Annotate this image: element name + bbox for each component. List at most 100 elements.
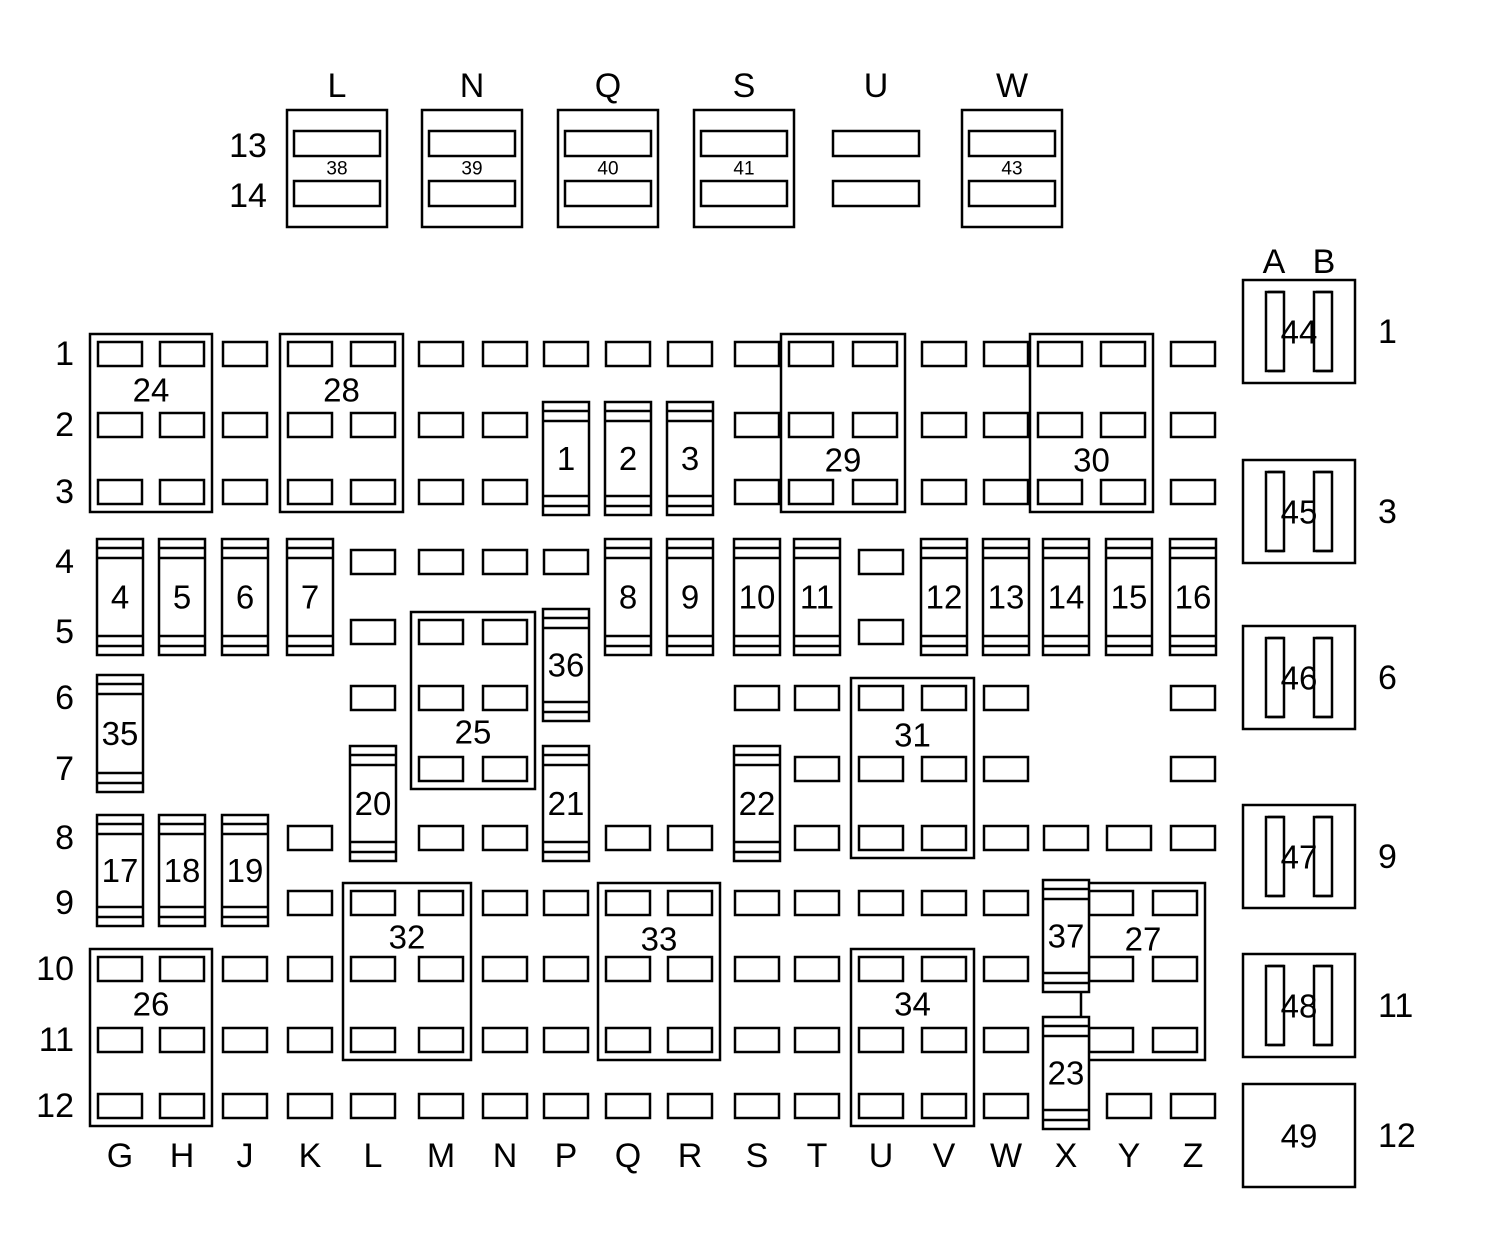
fuse-slot [286, 1026, 334, 1054]
row-label: 7 [55, 750, 74, 788]
mini-fuse-number: 20 [355, 785, 392, 822]
mini-fuse-number: 4 [111, 579, 129, 616]
side-relay-pin-right [1268, 636, 1286, 719]
fuse-slot [1169, 478, 1217, 506]
relay-terminal [851, 340, 899, 368]
relay-terminal [1036, 340, 1084, 368]
fuse-slot [793, 955, 841, 983]
relay-number: 31 [894, 717, 931, 754]
relay-terminal [1099, 411, 1147, 439]
relay-number: 28 [323, 372, 360, 409]
mini-fuse-number: 21 [548, 785, 585, 822]
column-label: Z [1183, 1137, 1204, 1175]
fuse-slot [349, 548, 397, 576]
relay-terminal [1087, 955, 1135, 983]
relay-terminal [1087, 1026, 1135, 1054]
relay-terminal [604, 955, 652, 983]
fuse-slot [1169, 340, 1217, 368]
relay-terminal [920, 755, 968, 783]
mini-fuse-number: 19 [227, 852, 264, 889]
maxi-fuse-frame [556, 108, 660, 229]
maxi-fuse-slot [967, 179, 1057, 208]
fuse-slot [349, 618, 397, 646]
fuse-slot [920, 889, 968, 917]
top-column-label: Q [595, 67, 621, 105]
fuse-slot [1169, 824, 1217, 852]
fuse-slot [542, 340, 590, 368]
side-column-label: B [1313, 243, 1336, 281]
fuse-slot [982, 684, 1030, 712]
mini-fuse-number: 14 [1048, 579, 1085, 616]
relay-terminal [857, 684, 905, 712]
row-label: 2 [55, 406, 74, 444]
fuse-slot [982, 478, 1030, 506]
maxi-fuse-frame [420, 108, 524, 229]
relay-terminal [158, 478, 206, 506]
side-relay-frame [1241, 278, 1357, 385]
fuse-slot [733, 411, 781, 439]
fuse-slot [604, 340, 652, 368]
relay-terminal [787, 411, 835, 439]
maxi-fuse-number: 40 [597, 159, 618, 180]
fuse-slot [481, 1092, 529, 1120]
relay-terminal [666, 1026, 714, 1054]
relay-terminal [857, 1026, 905, 1054]
relay-terminal [851, 411, 899, 439]
column-label: U [869, 1137, 894, 1175]
side-relay-pin-right [1316, 636, 1334, 719]
relay-terminal [1099, 478, 1147, 506]
mini-fuse-number: 36 [548, 647, 585, 684]
mini-fuse-number: 1 [557, 440, 575, 477]
fuse-slot [286, 889, 334, 917]
relay-terminal [1099, 340, 1147, 368]
relay-terminal [481, 618, 529, 646]
side-relay-number: 46 [1281, 660, 1318, 697]
relay-terminal [286, 411, 334, 439]
fuse-slot [1042, 824, 1090, 852]
row-label: 9 [55, 884, 74, 922]
maxi-fuse-slot [563, 129, 653, 158]
side-box-frame [1241, 1082, 1357, 1189]
maxi-fuse-number: 41 [733, 159, 754, 180]
relay-terminal [286, 340, 334, 368]
fuse-slot [221, 478, 269, 506]
relay-terminal [96, 955, 144, 983]
relay-terminal [158, 955, 206, 983]
top-row-label: 13 [229, 127, 267, 165]
fuse-slot [666, 1092, 714, 1120]
fuse-slot [733, 889, 781, 917]
fuse-slot [221, 340, 269, 368]
relay-number: 27 [1125, 921, 1162, 958]
relay-terminal [857, 824, 905, 852]
fuse-slot [481, 824, 529, 852]
fuse-slot [982, 340, 1030, 368]
relay-terminal [158, 1026, 206, 1054]
side-relay-pin-right [1268, 815, 1286, 898]
mini-fuse-number: 5 [173, 579, 191, 616]
column-label: W [990, 1137, 1022, 1175]
relay-number: 25 [455, 714, 492, 751]
row-label: 12 [36, 1087, 74, 1125]
relay-terminal [1151, 1026, 1199, 1054]
fuse-slot [666, 340, 714, 368]
side-relay-pin-right [1316, 964, 1334, 1047]
side-relay-frame [1241, 624, 1357, 731]
fuse-slot [982, 1092, 1030, 1120]
maxi-fuse-number: 43 [1001, 159, 1022, 180]
column-label: G [107, 1137, 133, 1175]
maxi-fuse-slot [427, 129, 517, 158]
row-label: 11 [39, 1021, 74, 1059]
side-row-label: 12 [1378, 1117, 1416, 1155]
relay-terminal [349, 411, 397, 439]
relay-terminal [481, 755, 529, 783]
relay-terminal [1036, 411, 1084, 439]
row-label: 10 [36, 950, 74, 988]
relay-terminal [417, 618, 465, 646]
top-column-label: L [328, 67, 347, 105]
fuse-slot [286, 824, 334, 852]
fuse-slot [349, 684, 397, 712]
column-label: J [237, 1137, 254, 1175]
relay-number: 32 [389, 919, 426, 956]
relay-terminal [96, 1026, 144, 1054]
fuse-slot [481, 1026, 529, 1054]
